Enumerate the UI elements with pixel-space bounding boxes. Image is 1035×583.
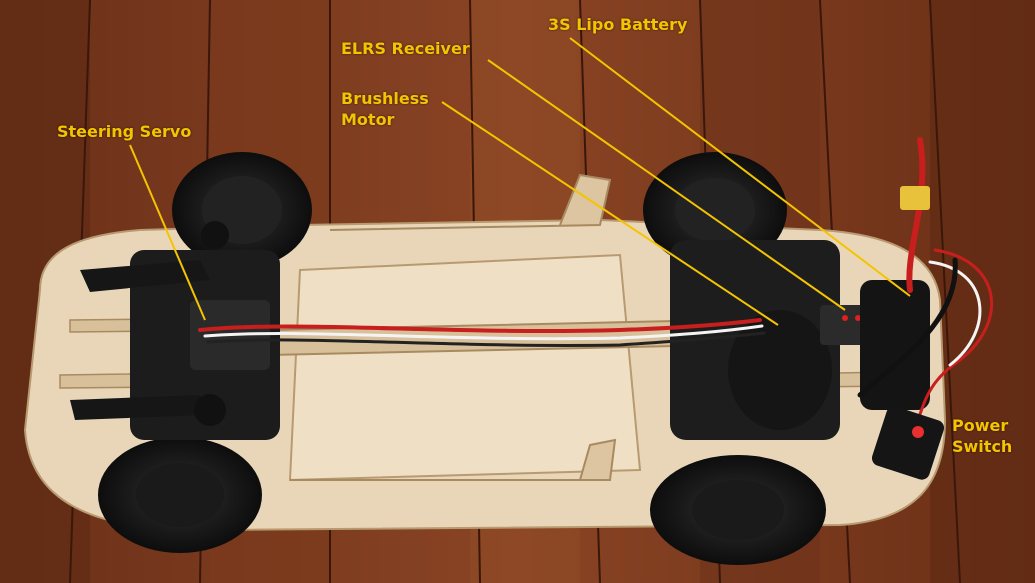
wiring <box>198 137 994 422</box>
motor-label-line2: Motor <box>341 110 395 129</box>
battery-label: 3S Lipo Battery <box>548 14 687 35</box>
motor-label-line1: Brushless <box>341 89 429 108</box>
servo-label: Steering Servo <box>57 121 191 142</box>
switch-label-line2: Switch <box>952 437 1013 456</box>
annotation-lines <box>129 37 911 326</box>
rear-drivetrain <box>670 240 930 440</box>
xt-connector <box>900 186 930 210</box>
motor-label: Brushless Motor <box>341 88 429 130</box>
receiver-label-text: ELRS Receiver <box>341 39 470 58</box>
receiver-label: ELRS Receiver <box>341 38 470 59</box>
power-switch <box>871 406 945 480</box>
servo-label-text: Steering Servo <box>57 122 192 141</box>
battery-label-text: 3S Lipo Battery <box>548 15 688 34</box>
switch-label: Power Switch <box>952 415 1012 457</box>
switch-label-line1: Power <box>952 416 1009 435</box>
wheels <box>98 152 826 565</box>
